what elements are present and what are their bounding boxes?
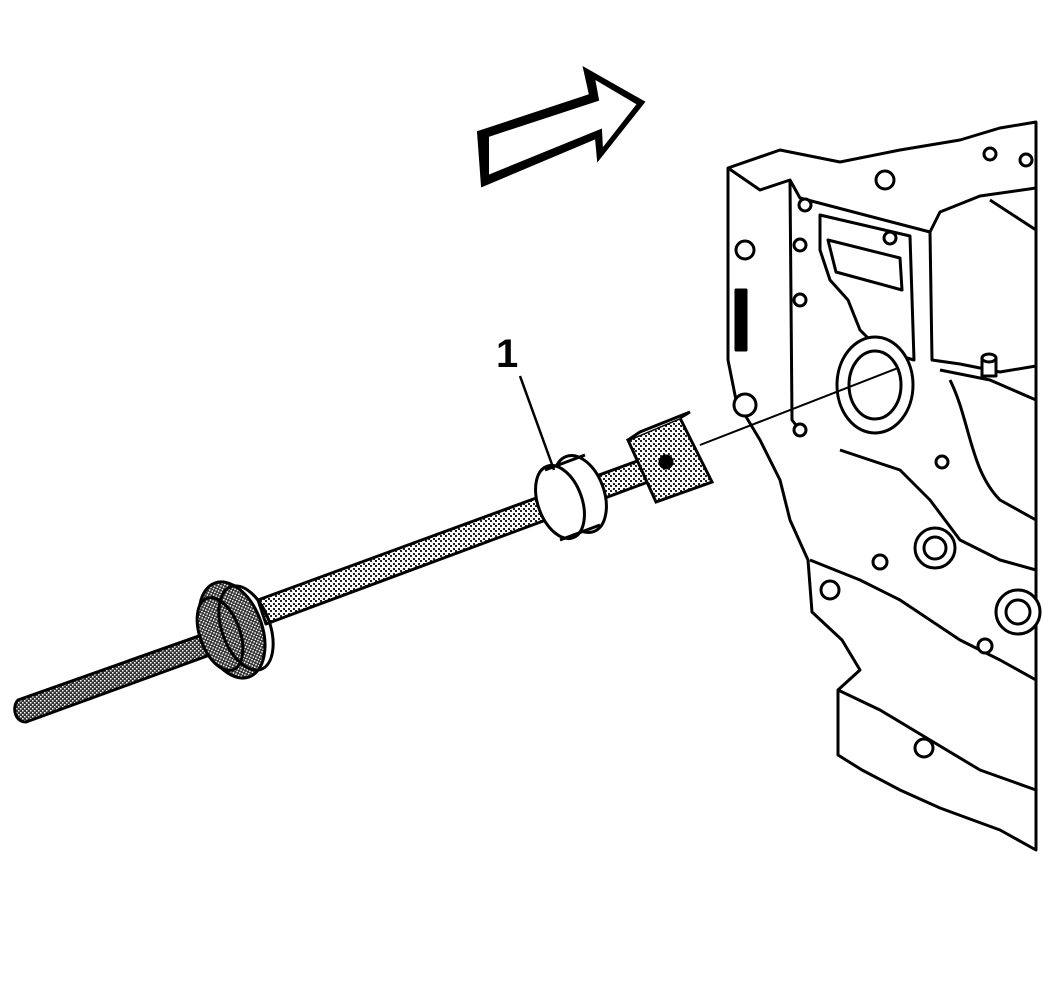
callout-label-1: 1 xyxy=(496,332,519,376)
engine-block xyxy=(726,120,1042,852)
callout-leader xyxy=(518,375,556,471)
bearing xyxy=(534,453,608,542)
alignment-line xyxy=(699,367,899,446)
adapter-head xyxy=(626,410,715,504)
direction-arrow-icon xyxy=(476,66,646,188)
